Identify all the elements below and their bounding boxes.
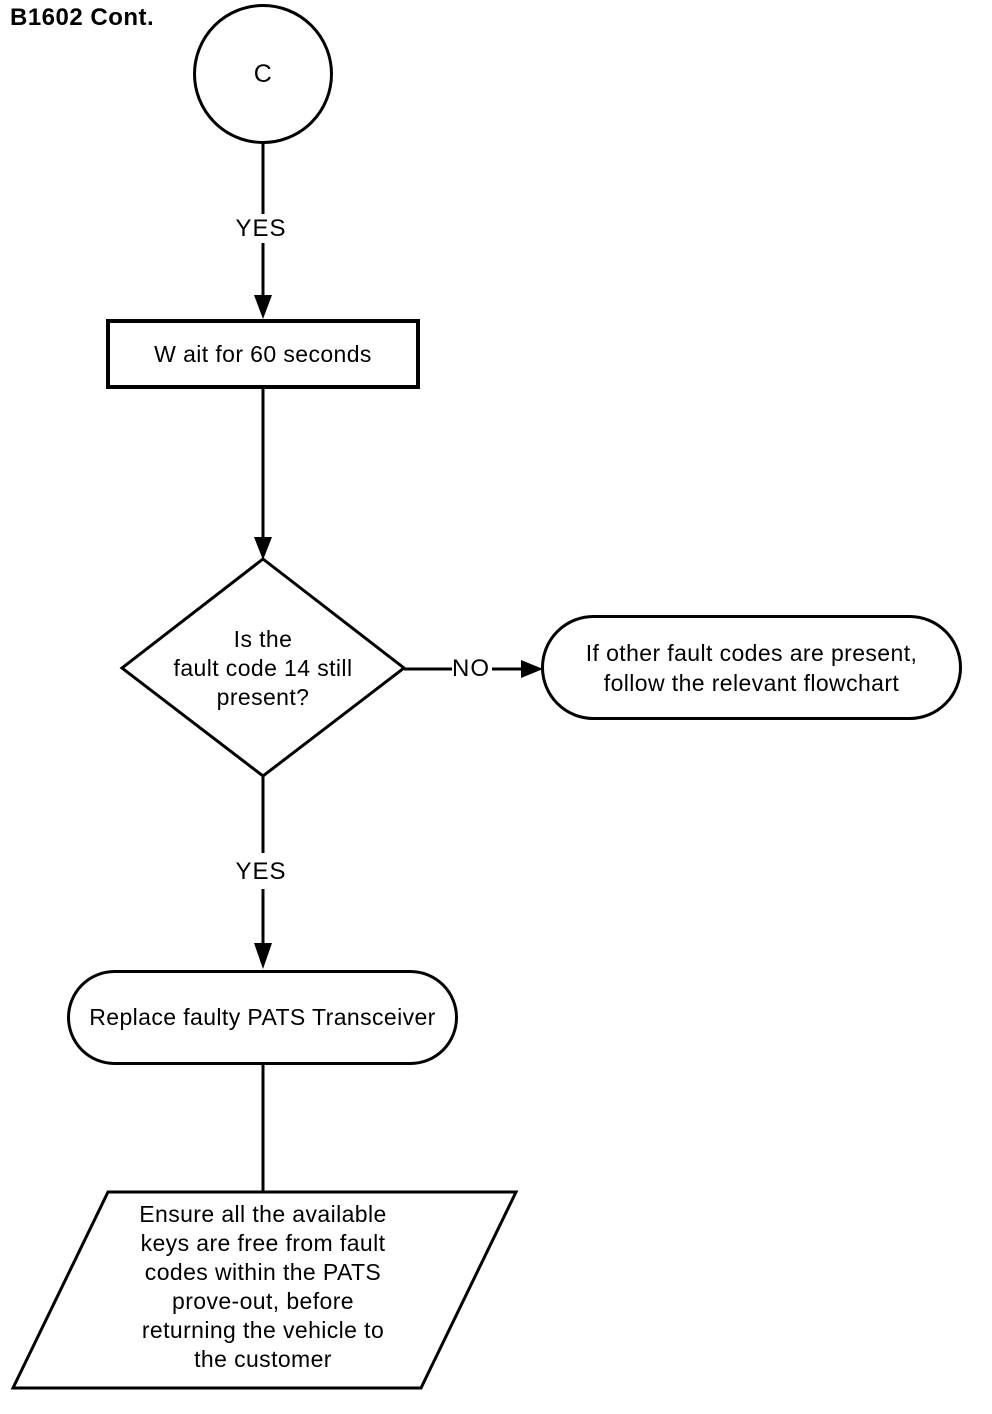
data-ensure-keys: Ensure all the available keys are free f…: [113, 1194, 413, 1380]
connector-c-label: C: [253, 59, 273, 88]
edge-label-yes-bottom: YES: [211, 857, 311, 887]
decision-label: Is the fault code 14 still present?: [173, 626, 353, 710]
page-title: B1602 Cont.: [10, 4, 155, 31]
process-wait-label: W ait for 60 seconds: [154, 340, 372, 367]
arrowhead-into-decision: [254, 537, 272, 560]
data-parallelogram-shape: [10, 1190, 519, 1390]
edge-label-yes-top-text: YES: [235, 215, 287, 242]
edge-label-yes-top: YES: [211, 214, 311, 244]
terminator-replace-transceiver: Replace faulty PATS Transceiver: [67, 970, 458, 1065]
terminator-other-codes-label: If other fault codes are present, follow…: [585, 639, 918, 696]
terminator-replace-label: Replace faulty PATS Transceiver: [89, 1004, 436, 1030]
arrowhead-into-other-codes: [521, 660, 543, 678]
data-ensure-keys-label: Ensure all the available keys are free f…: [139, 1201, 387, 1372]
process-wait-box: W ait for 60 seconds: [106, 319, 420, 389]
edge-label-yes-bottom-text: YES: [235, 858, 287, 885]
arrowhead-into-wait: [254, 295, 272, 319]
edge-label-no-text: NO: [452, 655, 490, 682]
connector-node-c: C: [193, 4, 333, 144]
decision-diamond: Is the fault code 14 still present?: [143, 601, 383, 736]
terminator-other-codes: If other fault codes are present, follow…: [541, 615, 962, 720]
arrowhead-into-replace: [254, 943, 272, 969]
edge-label-no: NO: [421, 654, 521, 684]
